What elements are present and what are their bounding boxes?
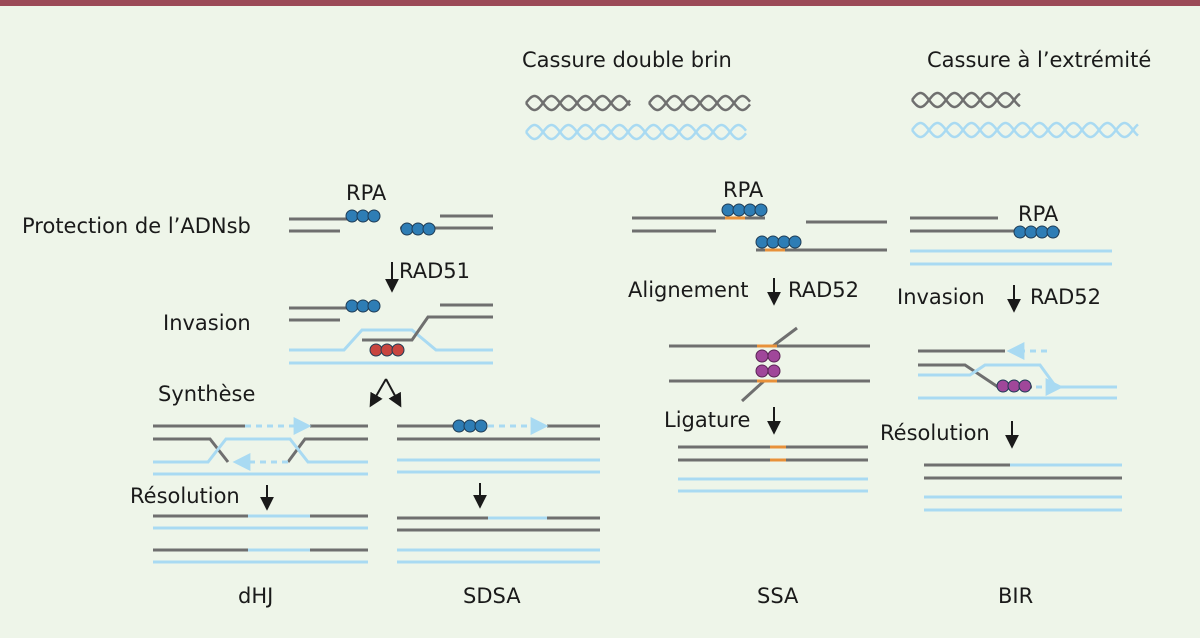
rpa-bead — [411, 222, 425, 236]
rpa-bead — [755, 235, 769, 249]
dhj-synthesis — [153, 417, 368, 476]
label-synthese: Synthèse — [158, 382, 255, 406]
rpa-bead — [452, 419, 466, 433]
top-accent-bar — [0, 0, 1200, 6]
branch-arrows: Synthèse — [158, 378, 402, 408]
rpa-bead — [356, 299, 370, 313]
rpa-protein-cluster — [1013, 225, 1060, 239]
dna-strand — [911, 91, 1021, 109]
pathway-sdsa: SDSA — [463, 584, 521, 608]
rpa-bead — [732, 203, 746, 217]
rpa-bead — [367, 209, 381, 223]
rpa-protein-cluster — [721, 203, 768, 217]
rpa-bead — [1013, 225, 1027, 239]
rpa-bead — [345, 299, 359, 313]
rpa-bead — [721, 203, 735, 217]
dhj-resolution: Résolution — [130, 484, 368, 564]
rpa-bead — [1024, 225, 1038, 239]
header-double-break: Cassure double brin — [522, 48, 732, 72]
dna-strand — [648, 94, 751, 112]
dna-helices — [525, 91, 1139, 141]
header-end-break: Cassure à l’extrémité — [927, 48, 1151, 72]
ssa-ligation-step: Ligature — [664, 407, 868, 493]
label-rad52-1: RAD52 — [788, 278, 859, 302]
rad52-bead — [755, 349, 769, 363]
rpa-bead — [356, 209, 370, 223]
rpa-bead — [1046, 225, 1060, 239]
rpa-bead — [400, 222, 414, 236]
label-invasion-1: Invasion — [163, 311, 251, 335]
dna-strand — [911, 121, 1139, 139]
rpa-bead — [788, 235, 802, 249]
sdsa-resolution — [397, 483, 600, 564]
dna-strand — [525, 94, 631, 112]
ssa-rpa-step: RPA — [632, 178, 887, 252]
rpa-protein-cluster — [345, 209, 436, 236]
rad51-protein-cluster — [369, 343, 405, 357]
rpa-bead — [754, 203, 768, 217]
label-invasion-2: Invasion — [897, 285, 985, 309]
rpa-bead — [1035, 225, 1049, 239]
rad52-bead — [767, 364, 781, 378]
rad52-bead — [755, 364, 769, 378]
rad52-bead — [1007, 379, 1021, 393]
rad52-bead — [767, 349, 781, 363]
rad51-bead — [369, 343, 383, 357]
label-rad51: RAD51 — [399, 259, 470, 283]
dna-strand — [525, 123, 747, 141]
pathway-ssa: SSA — [757, 584, 799, 608]
rpa-bead — [766, 235, 780, 249]
label-ligature: Ligature — [664, 408, 750, 432]
rad52-protein-cluster — [755, 349, 781, 378]
rpa-bead — [743, 203, 757, 217]
label-rad52-2: RAD52 — [1030, 285, 1101, 309]
pathway-bir: BIR — [998, 584, 1033, 608]
rpa-bead — [777, 235, 791, 249]
bir-resolution-step: Résolution — [880, 421, 1122, 512]
bir-invasion-step: Invasion RAD52 — [897, 285, 1117, 400]
rpa-bead — [422, 222, 436, 236]
rad51-step: RAD51 — [385, 259, 470, 293]
label-resolution-2: Résolution — [880, 421, 990, 445]
bir-rpa-step: RPA — [910, 202, 1112, 266]
label-rpa-3: RPA — [1018, 202, 1059, 226]
label-alignement: Alignement — [628, 278, 749, 302]
invasion-step-1: Invasion — [163, 299, 493, 365]
rpa-bead — [367, 299, 381, 313]
rpa-bead — [463, 419, 477, 433]
label-rpa-1: RPA — [346, 181, 387, 205]
rpa-protein-cluster — [452, 419, 488, 433]
arrow-left-icon — [369, 378, 387, 408]
protection-step: Protection de l’ADNsb RPA — [22, 181, 493, 238]
label-rpa-2: RPA — [723, 178, 764, 202]
sdsa-synthesis — [397, 417, 600, 474]
rpa-protein-cluster — [755, 235, 802, 249]
rpa-bead — [345, 209, 359, 223]
rpa-protein-cluster — [345, 299, 381, 313]
rad52-bead — [1018, 379, 1032, 393]
rpa-bead — [474, 419, 488, 433]
rad52-protein-cluster — [996, 379, 1032, 393]
dna-strand — [911, 91, 1021, 109]
rad51-bead — [391, 343, 405, 357]
dna-strand — [525, 123, 747, 141]
label-resolution-1: Résolution — [130, 484, 240, 508]
pathway-dhj: dHJ — [238, 584, 273, 608]
arrow-right-icon — [385, 378, 402, 408]
ssa-alignment-step: Alignement RAD52 — [628, 278, 870, 403]
rad52-bead — [996, 379, 1010, 393]
rad51-bead — [380, 343, 394, 357]
label-protection: Protection de l’ADNsb — [22, 214, 251, 238]
dna-strand — [911, 121, 1139, 139]
